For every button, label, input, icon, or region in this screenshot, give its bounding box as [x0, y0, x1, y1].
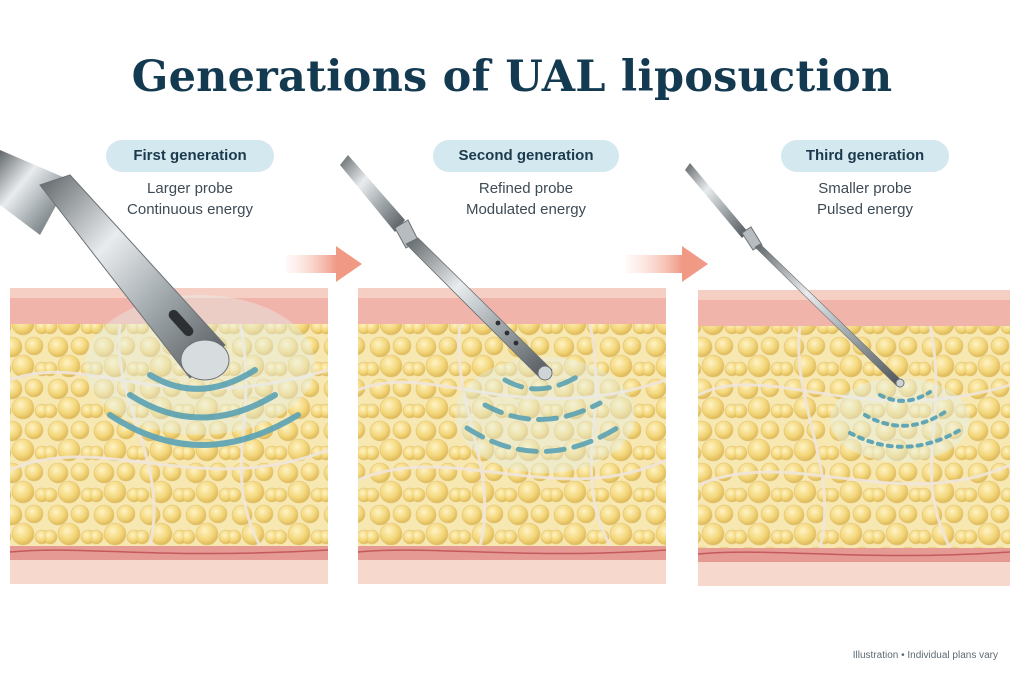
modulated-energy-waves [455, 357, 635, 473]
refined-probe [340, 155, 553, 381]
tissue-panel-2 [357, 288, 667, 584]
small-probe [685, 163, 905, 388]
arrow-2-to-3 [626, 246, 708, 282]
badge-first-generation: First generation [106, 140, 274, 172]
description-third-generation: Smaller probe Pulsed energy [745, 178, 985, 220]
tissue-panel-3 [697, 290, 1011, 586]
footer-note: Illustration • Individual plans vary [852, 650, 998, 661]
description-second-generation: Refined probe Modulated energy [406, 178, 646, 220]
large-probe [0, 150, 230, 381]
badge-third-generation: Third generation [781, 140, 949, 172]
page-title: Generations of UAL liposuction [131, 52, 893, 102]
badge-second-generation: Second generation [433, 140, 619, 172]
pulsed-energy-waves [830, 378, 970, 462]
description-first-generation: Larger probe Continuous energy [70, 178, 310, 220]
desc-line: Smaller probe [818, 180, 912, 197]
desc-line: Pulsed energy [817, 201, 913, 218]
desc-line: Continuous energy [127, 201, 253, 218]
desc-line: Refined probe [478, 180, 574, 197]
desc-line: Larger probe [147, 180, 233, 197]
desc-line: Modulated energy [465, 201, 587, 218]
arrow-1-to-2 [286, 246, 362, 282]
